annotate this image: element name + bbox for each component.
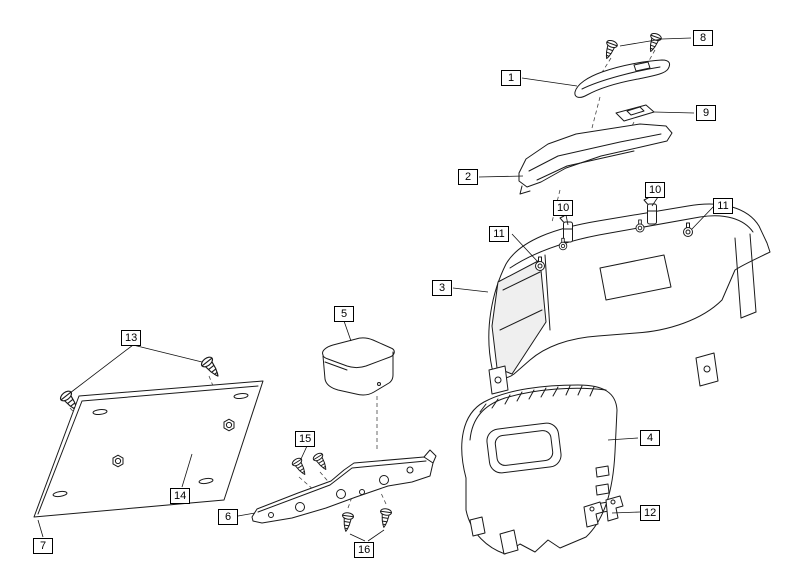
callout-3[interactable]: 3 bbox=[432, 280, 452, 296]
part-12-brackets bbox=[583, 495, 624, 528]
callout-13[interactable]: 13 bbox=[121, 330, 142, 346]
part-8-screws bbox=[601, 31, 663, 61]
callout-4[interactable]: 4 bbox=[640, 430, 660, 446]
part-6-bracket bbox=[251, 449, 437, 524]
callout-7[interactable]: 7 bbox=[33, 538, 53, 554]
callout-9[interactable]: 9 bbox=[696, 105, 716, 121]
part-7-plate-holder bbox=[33, 380, 264, 518]
part-16-screws bbox=[339, 507, 393, 533]
part-2-support bbox=[518, 123, 673, 195]
callout-10-b[interactable]: 10 bbox=[645, 182, 666, 198]
callout-11-a[interactable]: 11 bbox=[489, 226, 509, 242]
callout-15[interactable]: 15 bbox=[295, 431, 316, 447]
callout-1[interactable]: 1 bbox=[501, 70, 521, 86]
part-1-bracket bbox=[574, 59, 671, 98]
callout-6[interactable]: 6 bbox=[218, 509, 238, 525]
part-3-fender-assembly bbox=[488, 203, 771, 395]
part-15-screws bbox=[290, 451, 331, 478]
callout-5[interactable]: 5 bbox=[334, 306, 354, 322]
part-4-inner-fender bbox=[461, 384, 618, 555]
callout-12[interactable]: 12 bbox=[640, 505, 661, 521]
part-5-pad bbox=[322, 337, 395, 396]
leader-lines bbox=[37, 37, 715, 542]
callout-8[interactable]: 8 bbox=[693, 30, 713, 46]
callout-16[interactable]: 16 bbox=[354, 542, 375, 558]
part-4-hatching bbox=[479, 385, 595, 413]
callout-14[interactable]: 14 bbox=[170, 488, 191, 504]
callout-11-b[interactable]: 11 bbox=[713, 198, 733, 214]
callout-2[interactable]: 2 bbox=[458, 169, 478, 185]
callout-10-a[interactable]: 10 bbox=[553, 200, 574, 216]
part-9-plate bbox=[615, 104, 655, 122]
